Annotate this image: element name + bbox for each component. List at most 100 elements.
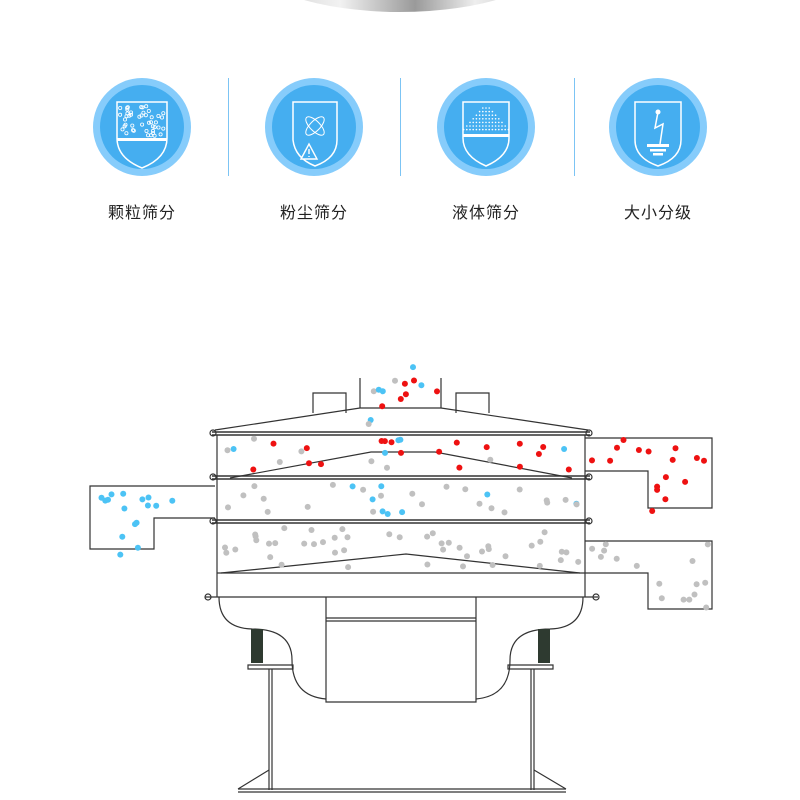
particle bbox=[224, 447, 231, 454]
particle bbox=[378, 492, 384, 499]
particle bbox=[562, 496, 569, 503]
particle bbox=[411, 377, 417, 384]
particle bbox=[418, 382, 425, 389]
particle bbox=[344, 534, 351, 541]
particle bbox=[251, 435, 257, 442]
particle bbox=[378, 483, 385, 490]
particle bbox=[488, 505, 495, 512]
particle bbox=[443, 483, 450, 490]
particle bbox=[558, 548, 565, 555]
particle bbox=[396, 534, 403, 541]
particle bbox=[365, 421, 372, 427]
particle bbox=[379, 403, 386, 410]
particle bbox=[272, 540, 279, 547]
particle bbox=[602, 541, 609, 548]
granule-shield-icon bbox=[93, 78, 191, 176]
particle bbox=[536, 562, 543, 569]
particle bbox=[453, 439, 460, 446]
particle bbox=[139, 496, 146, 503]
particle bbox=[266, 540, 272, 547]
dust-shield-icon bbox=[265, 78, 363, 176]
divider bbox=[228, 78, 229, 176]
divider bbox=[574, 78, 575, 176]
particle bbox=[502, 553, 509, 560]
particle bbox=[222, 544, 228, 551]
particle bbox=[331, 534, 338, 541]
particle bbox=[386, 531, 393, 538]
particle bbox=[397, 396, 404, 402]
particle bbox=[105, 496, 111, 503]
particle bbox=[270, 440, 277, 447]
particle bbox=[489, 562, 496, 568]
particle bbox=[479, 548, 485, 555]
particle bbox=[304, 503, 311, 510]
particle bbox=[145, 494, 152, 501]
particle bbox=[384, 511, 391, 517]
particle bbox=[613, 555, 620, 562]
particle bbox=[424, 561, 431, 568]
divider bbox=[400, 78, 401, 176]
particle bbox=[121, 505, 128, 512]
particle bbox=[251, 483, 258, 490]
particle bbox=[669, 456, 676, 463]
particle bbox=[232, 546, 239, 553]
feature-dust: 粉尘筛分 bbox=[254, 78, 374, 223]
particle bbox=[540, 444, 547, 450]
particle bbox=[680, 596, 687, 603]
particle bbox=[379, 508, 386, 515]
particle bbox=[557, 557, 564, 564]
particle bbox=[614, 444, 620, 451]
particle bbox=[401, 380, 408, 387]
particle bbox=[253, 537, 260, 544]
particle bbox=[144, 502, 151, 509]
particle bbox=[686, 596, 693, 603]
particle bbox=[456, 544, 463, 551]
particle bbox=[368, 458, 375, 465]
particle bbox=[308, 527, 315, 533]
particle bbox=[436, 448, 443, 455]
particle bbox=[349, 483, 356, 490]
particle bbox=[360, 486, 367, 493]
feature-granule: 颗粒筛分 bbox=[82, 78, 202, 223]
particle bbox=[501, 509, 508, 516]
particle bbox=[223, 549, 230, 556]
particle bbox=[620, 437, 627, 443]
particle bbox=[535, 451, 542, 457]
particle bbox=[250, 466, 257, 473]
particle bbox=[662, 496, 669, 503]
particle bbox=[589, 457, 595, 464]
particle bbox=[476, 500, 483, 507]
particle bbox=[662, 474, 669, 481]
particle bbox=[303, 445, 310, 452]
particle bbox=[306, 460, 312, 467]
particle bbox=[701, 457, 707, 464]
particle bbox=[693, 581, 700, 588]
particle bbox=[485, 546, 492, 553]
particle bbox=[658, 595, 665, 602]
particle bbox=[483, 444, 490, 451]
particle bbox=[117, 551, 124, 558]
particle bbox=[456, 464, 463, 471]
particle bbox=[516, 440, 523, 447]
feature-liquid: 液体筛分 bbox=[426, 78, 546, 223]
particle bbox=[370, 508, 377, 515]
liquid-spray-shield-icon bbox=[437, 78, 535, 176]
particle bbox=[565, 466, 572, 473]
particle bbox=[382, 449, 388, 456]
particle bbox=[541, 529, 548, 536]
particles bbox=[98, 364, 711, 611]
particle bbox=[402, 391, 409, 398]
particle bbox=[440, 546, 447, 553]
particle bbox=[311, 541, 317, 548]
particle bbox=[575, 558, 582, 565]
particle bbox=[516, 486, 523, 493]
particle bbox=[544, 499, 551, 506]
particle bbox=[225, 504, 231, 511]
particle bbox=[672, 445, 679, 452]
particle bbox=[654, 486, 661, 493]
particle bbox=[332, 549, 338, 556]
particle bbox=[267, 554, 274, 561]
particle bbox=[388, 439, 395, 446]
particle bbox=[298, 448, 305, 455]
